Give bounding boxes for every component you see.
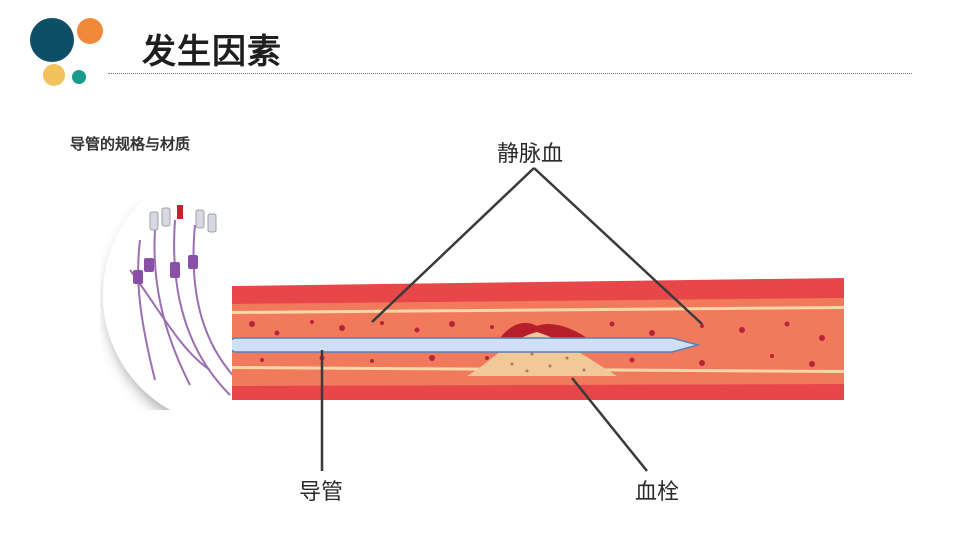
decorative-logo-dots <box>30 18 103 86</box>
label-catheter: 导管 <box>299 480 344 505</box>
label-thrombus: 血栓 <box>635 480 680 505</box>
dark-teal-dot <box>30 18 74 62</box>
leader-lines <box>320 167 703 472</box>
catheter-photo <box>100 200 270 410</box>
catheter-thrombus-diagram: 静脉血 导管 血栓 <box>228 128 844 528</box>
section-subtitle: 导管的规格与材质 <box>70 135 191 153</box>
catheter-tube <box>228 337 701 353</box>
teal-dot <box>72 70 86 84</box>
orange-dot <box>77 18 103 44</box>
page-title: 发生因素 <box>142 32 282 72</box>
title-divider <box>108 73 912 74</box>
label-vein-blood: 静脉血 <box>497 142 564 167</box>
yellow-dot <box>43 64 65 86</box>
